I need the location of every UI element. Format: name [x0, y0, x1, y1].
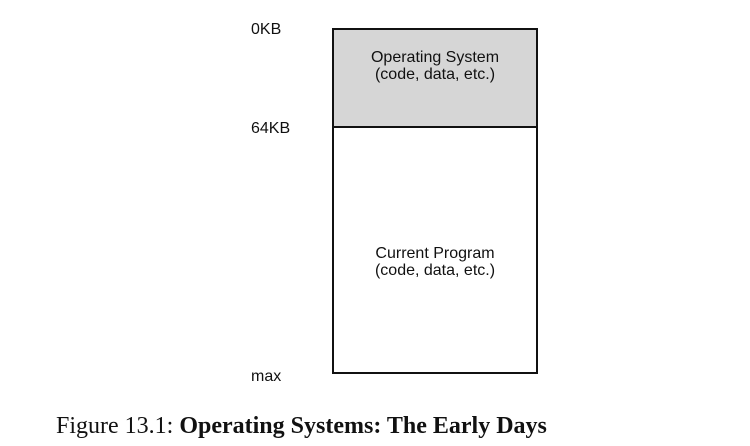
operating-system-subtitle: (code, data, etc.)	[374, 66, 496, 83]
current-program-label: Current Program (code, data, etc.)	[334, 245, 536, 279]
operating-system-title: Operating System	[370, 49, 500, 66]
physical-memory-column: Operating System (code, data, etc.) Curr…	[332, 28, 538, 374]
address-label-0kb: 0KB	[251, 21, 282, 38]
figure-caption: Figure 13.1: Operating Systems: The Earl…	[56, 412, 547, 440]
operating-system-label: Operating System (code, data, etc.)	[334, 49, 536, 83]
address-label-max: max	[251, 368, 282, 385]
address-label-64kb: 64KB	[251, 120, 291, 137]
current-program-segment: Current Program (code, data, etc.)	[334, 128, 536, 372]
current-program-subtitle: (code, data, etc.)	[374, 262, 496, 279]
operating-system-segment: Operating System (code, data, etc.)	[334, 30, 536, 128]
figure-caption-prefix: Figure 13.1:	[56, 413, 174, 439]
current-program-title: Current Program	[375, 245, 495, 262]
figure-caption-title: Operating Systems: The Early Days	[179, 413, 547, 439]
